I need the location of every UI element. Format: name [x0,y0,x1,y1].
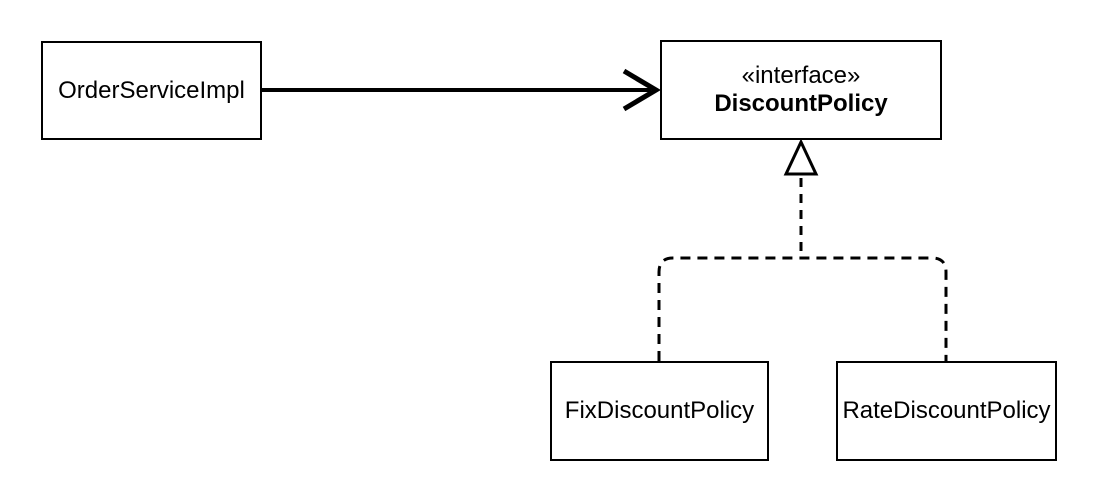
node-discount-policy: «interface» DiscountPolicy [660,40,942,140]
stereotype-label: «interface» [741,62,861,89]
node-rate-discount-policy: RateDiscountPolicy [836,361,1057,461]
node-fix-discount-policy: FixDiscountPolicy [550,361,769,461]
dependency-arrow [262,68,661,112]
realization-connector [657,138,948,361]
class-name-label: OrderServiceImpl [58,76,245,104]
interface-name-label: DiscountPolicy [714,90,888,117]
open-arrowhead-icon [622,68,661,112]
node-order-service-impl: OrderServiceImpl [41,41,262,140]
class-name-label: FixDiscountPolicy [564,397,755,424]
hollow-triangle-arrowhead-icon [783,138,819,176]
class-name-label: RateDiscountPolicy [842,397,1051,424]
realization-branch-dashed-line [657,256,948,361]
